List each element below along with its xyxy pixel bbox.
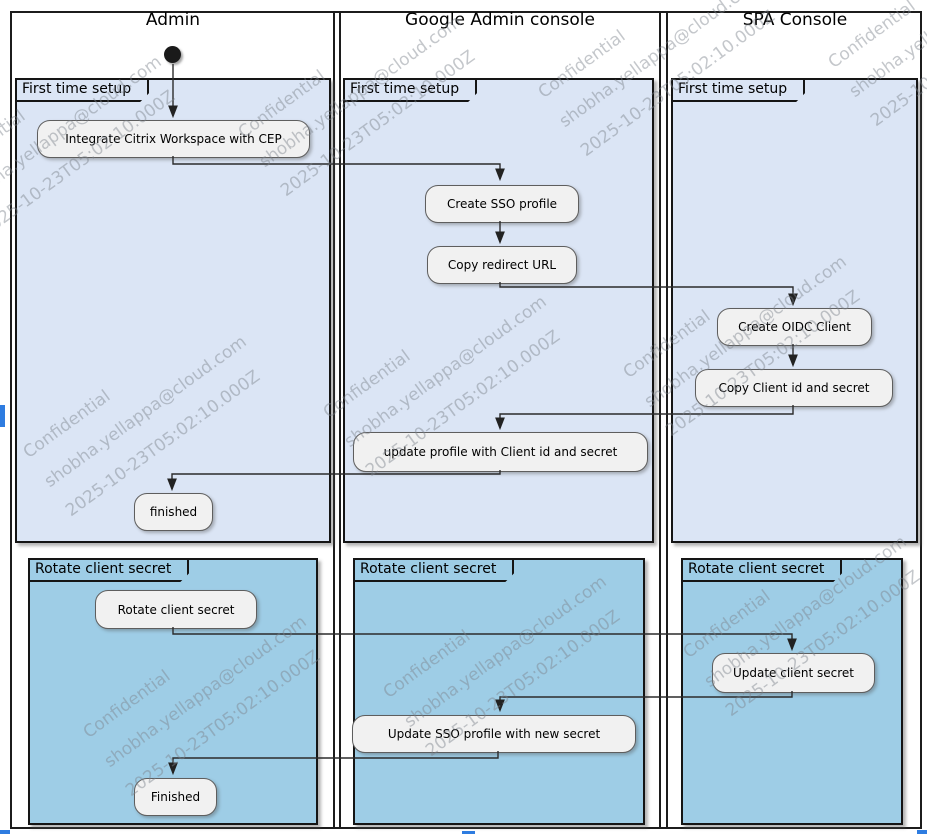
selection-marker-left-edge (0, 405, 5, 427)
activity-finished-first-time: finished (134, 493, 213, 531)
lane-divider (339, 11, 341, 829)
activity-copy-redirect-url: Copy redirect URL (427, 246, 577, 284)
partition-tab: First time setup (673, 80, 805, 102)
selection-marker-bottom-right (917, 830, 927, 834)
diagram-frame (10, 11, 922, 829)
lane-divider (666, 11, 668, 829)
selection-marker-bottom-center (462, 831, 475, 834)
activity-create-oidc-client: Create OIDC Client (717, 308, 872, 346)
partition-rotate-client-secret-admin: Rotate client secret (28, 558, 318, 825)
start-node (164, 46, 181, 63)
lane-title-google-admin-console: Google Admin console (405, 10, 595, 30)
activity-rotate-client-secret: Rotate client secret (95, 590, 257, 629)
partition-tab: First time setup (17, 80, 149, 102)
partition-tab: Rotate client secret (683, 560, 842, 582)
activity-update-client-secret: Update client secret (712, 653, 875, 693)
partition-rotate-client-secret-google: Rotate client secret (353, 558, 645, 825)
selection-marker-bottom-left (0, 830, 10, 834)
lane-title-spa-console: SPA Console (742, 10, 848, 30)
activity-update-profile-with-client-id: update profile with Client id and secret (353, 432, 648, 472)
lane-divider (333, 11, 335, 829)
activity-update-sso-profile-new-secret: Update SSO profile with new secret (352, 715, 636, 753)
partition-tab: Rotate client secret (355, 560, 514, 582)
partition-first-time-setup-google: First time setup (343, 78, 654, 543)
activity-copy-client-id-and-secret: Copy Client id and secret (695, 369, 893, 407)
partition-tab: First time setup (345, 80, 477, 102)
lane-divider (659, 11, 661, 829)
activity-finished-rotate: Finished (134, 778, 217, 816)
activity-integrate-citrix-workspace: Integrate Citrix Workspace with CEP (37, 120, 310, 158)
lane-title-admin: Admin (145, 10, 201, 30)
partition-tab: Rotate client secret (30, 560, 189, 582)
activity-create-sso-profile: Create SSO profile (425, 185, 579, 223)
